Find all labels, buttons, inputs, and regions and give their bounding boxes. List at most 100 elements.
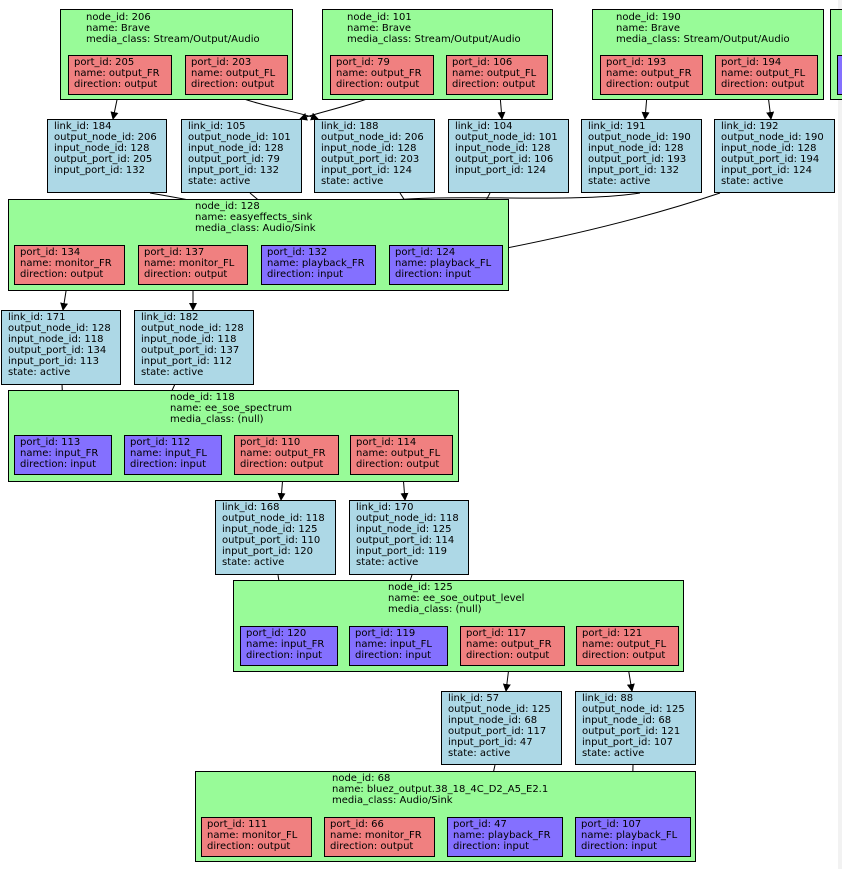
node-offscreen[interactable] xyxy=(830,9,842,100)
node-name: name: bluez_output.38_18_4C_D2_A5_E2.1 xyxy=(332,784,549,795)
link-id: link_id: 182 xyxy=(141,312,199,323)
node-206[interactable]: node_id: 206 name: Brave media_class: St… xyxy=(60,9,293,100)
link-input-port: input_port_id: 124 xyxy=(455,165,546,176)
link-output-node: output_node_id: 101 xyxy=(455,132,558,143)
link-input-port: input_port_id: 124 xyxy=(321,165,412,176)
link-output-port: output_port_id: 79 xyxy=(188,154,280,165)
link-output-node: output_node_id: 206 xyxy=(54,132,157,143)
port-119[interactable]: port_id: 119 name: input_FL direction: i… xyxy=(349,626,448,666)
link-188[interactable]: link_id: 188 output_node_id: 206 input_n… xyxy=(314,119,435,193)
port-name: name: playback_FL xyxy=(581,830,678,841)
link-171[interactable]: link_id: 171 output_node_id: 128 input_n… xyxy=(1,310,121,385)
port-111[interactable]: port_id: 111 name: monitor_FL direction:… xyxy=(201,817,312,857)
port-203[interactable]: port_id: 203 name: output_FL direction: … xyxy=(185,55,288,95)
port-name: name: output_FR xyxy=(74,68,160,79)
link-input-node: input_node_id: 128 xyxy=(321,143,417,154)
node-101[interactable]: node_id: 101 name: Brave media_class: St… xyxy=(322,9,553,100)
port-114[interactable]: port_id: 114 name: output_FL direction: … xyxy=(350,435,453,475)
node-190[interactable]: node_id: 190 name: Brave media_class: St… xyxy=(592,9,824,100)
port-id: port_id: 107 xyxy=(581,819,642,830)
port-name: name: output_FL xyxy=(721,68,806,79)
port-direction: direction: input xyxy=(395,269,472,280)
link-input-port: input_port_id: 132 xyxy=(188,165,279,176)
port-66[interactable]: port_id: 66 name: monitor_FR direction: … xyxy=(324,817,435,857)
port-id: port_id: 114 xyxy=(356,437,417,448)
link-output-port: output_port_id: 117 xyxy=(448,726,547,737)
port-107[interactable]: port_id: 107 name: playback_FL direction… xyxy=(575,817,691,857)
port-137[interactable]: port_id: 137 name: monitor_FL direction:… xyxy=(138,245,248,285)
port-id: port_id: 79 xyxy=(336,57,390,68)
link-88[interactable]: link_id: 88 output_node_id: 125 input_no… xyxy=(575,691,696,765)
link-output-node: output_node_id: 125 xyxy=(582,704,685,715)
port-205[interactable]: port_id: 205 name: output_FR direction: … xyxy=(68,55,172,95)
node-id: node_id: 125 xyxy=(388,582,453,593)
link-170[interactable]: link_id: 170 output_node_id: 118 input_n… xyxy=(349,500,469,575)
link-output-port: output_port_id: 110 xyxy=(222,535,321,546)
link-output-node: output_node_id: 101 xyxy=(188,132,291,143)
link-state: state: active xyxy=(448,748,511,759)
link-input-node: input_node_id: 68 xyxy=(448,715,538,726)
node-name: name: Brave xyxy=(86,23,151,34)
node-118[interactable]: node_id: 118 name: ee_soe_spectrum media… xyxy=(8,390,459,482)
port-name: name: playback_FR xyxy=(267,258,365,269)
port-id: port_id: 110 xyxy=(240,437,301,448)
link-182[interactable]: link_id: 182 output_node_id: 128 input_n… xyxy=(134,310,254,385)
port-113[interactable]: port_id: 113 name: input_FR direction: i… xyxy=(14,435,112,475)
link-id: link_id: 184 xyxy=(54,121,112,132)
port-193[interactable]: port_id: 193 name: output_FR direction: … xyxy=(600,55,703,95)
node-media-class: media_class: Stream/Output/Audio xyxy=(86,34,260,45)
port-id: port_id: 112 xyxy=(130,437,191,448)
link-104[interactable]: link_id: 104 output_node_id: 101 input_n… xyxy=(448,119,569,193)
node-media-class: media_class: Audio/Sink xyxy=(332,795,453,806)
port-direction: direction: input xyxy=(130,459,207,470)
link-state: state: active xyxy=(321,176,384,187)
link-state: state: active xyxy=(141,367,204,378)
node-id: node_id: 101 xyxy=(347,12,412,23)
node-68[interactable]: node_id: 68 name: bluez_output.38_18_4C_… xyxy=(195,771,696,862)
link-input-node: input_node_id: 128 xyxy=(54,143,150,154)
link-input-node: input_node_id: 125 xyxy=(222,524,318,535)
link-input-node: input_node_id: 125 xyxy=(356,524,452,535)
link-168[interactable]: link_id: 168 output_node_id: 118 input_n… xyxy=(215,500,336,575)
edge-l192-p124 xyxy=(485,192,721,255)
port-121[interactable]: port_id: 121 name: output_FL direction: … xyxy=(576,626,679,666)
link-57[interactable]: link_id: 57 output_node_id: 125 input_no… xyxy=(441,691,562,765)
port-120[interactable]: port_id: 120 name: input_FR direction: i… xyxy=(240,626,338,666)
link-191[interactable]: link_id: 191 output_node_id: 190 input_n… xyxy=(581,119,702,193)
port-direction: direction: output xyxy=(330,841,414,852)
port-offscreen[interactable] xyxy=(837,55,842,95)
port-id: port_id: 106 xyxy=(452,57,513,68)
port-134[interactable]: port_id: 134 name: monitor_FR direction:… xyxy=(14,245,125,285)
node-128[interactable]: node_id: 128 name: easyeffects_sink medi… xyxy=(8,199,509,291)
node-id: node_id: 118 xyxy=(170,392,235,403)
node-media-class: media_class: Stream/Output/Audio xyxy=(616,34,790,45)
link-output-node: output_node_id: 125 xyxy=(448,704,551,715)
node-125[interactable]: node_id: 125 name: ee_soe_output_level m… xyxy=(233,580,684,672)
port-124[interactable]: port_id: 124 name: playback_FL direction… xyxy=(389,245,503,285)
port-name: name: monitor_FL xyxy=(207,830,298,841)
port-132[interactable]: port_id: 132 name: playback_FR direction… xyxy=(261,245,376,285)
link-input-node: input_node_id: 118 xyxy=(141,334,237,345)
port-106[interactable]: port_id: 106 name: output_FL direction: … xyxy=(446,55,548,95)
link-output-port: output_port_id: 137 xyxy=(141,345,240,356)
node-media-class: media_class: (null) xyxy=(388,604,482,615)
port-direction: direction: output xyxy=(336,79,420,90)
link-192[interactable]: link_id: 192 output_node_id: 190 input_n… xyxy=(714,119,835,193)
node-media-class: media_class: Stream/Output/Audio xyxy=(347,34,521,45)
link-state: state: active xyxy=(582,748,645,759)
port-117[interactable]: port_id: 117 name: output_FR direction: … xyxy=(460,626,565,666)
port-112[interactable]: port_id: 112 name: input_FL direction: i… xyxy=(124,435,222,475)
port-79[interactable]: port_id: 79 name: output_FR direction: o… xyxy=(330,55,434,95)
node-name: name: Brave xyxy=(616,23,681,34)
port-194[interactable]: port_id: 194 name: output_FL direction: … xyxy=(715,55,818,95)
link-id: link_id: 57 xyxy=(448,693,500,704)
port-47[interactable]: port_id: 47 name: playback_FR direction:… xyxy=(447,817,563,857)
link-input-port: input_port_id: 113 xyxy=(8,356,99,367)
node-name: name: ee_soe_spectrum xyxy=(170,403,293,414)
link-184[interactable]: link_id: 184 output_node_id: 206 input_n… xyxy=(47,119,167,193)
port-110[interactable]: port_id: 110 name: output_FR direction: … xyxy=(234,435,339,475)
link-105[interactable]: link_id: 105 output_node_id: 101 input_n… xyxy=(181,119,302,193)
port-name: name: monitor_FR xyxy=(330,830,422,841)
port-direction: direction: input xyxy=(20,459,97,470)
link-output-node: output_node_id: 118 xyxy=(222,513,325,524)
